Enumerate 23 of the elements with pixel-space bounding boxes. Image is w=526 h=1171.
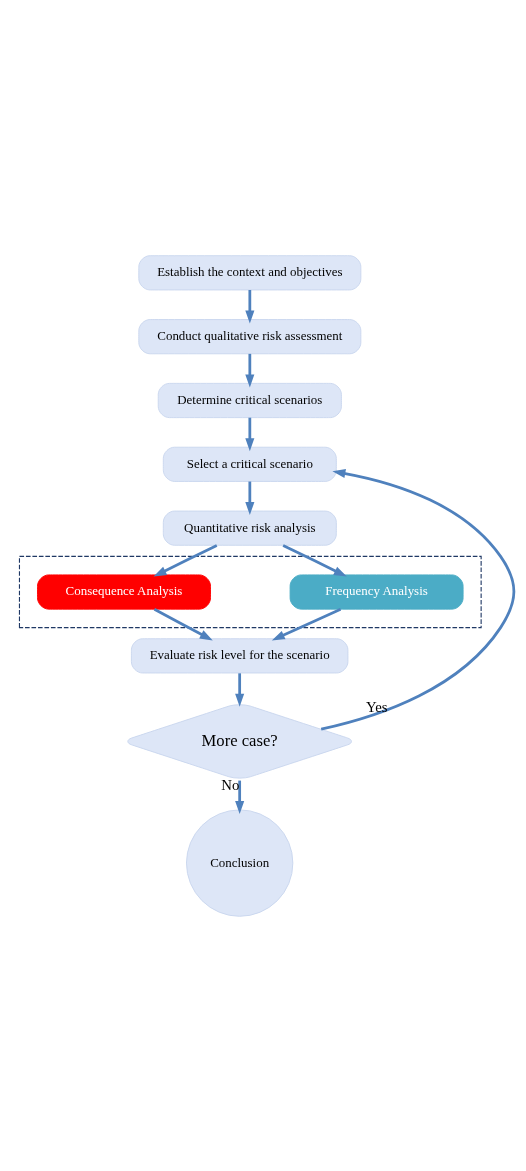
cluster — [18, 555, 482, 628]
node-box: Frequency Analysis — [289, 573, 464, 610]
node-box: Establish the context and objectives — [138, 254, 362, 290]
edge-label: No — [221, 776, 240, 793]
arrow — [245, 481, 255, 515]
arrow — [153, 543, 218, 577]
arrow — [153, 607, 213, 640]
arrow — [245, 289, 255, 324]
edge-label: Yes — [366, 698, 388, 715]
node-box: Evaluate risk level for the scenario — [130, 637, 349, 673]
node-box: Select a critical scenario — [162, 446, 337, 482]
node-box: Quantitative risk analysis — [162, 510, 337, 546]
node-box: Determine critical scenarios — [157, 382, 342, 418]
arrow — [282, 543, 347, 577]
arrow — [245, 353, 255, 387]
node-box: Conduct qualitative risk assessment — [138, 318, 362, 354]
node-circle: Conclusion — [186, 808, 294, 917]
node-box: Consequence Analysis — [37, 573, 211, 610]
arrow — [271, 607, 342, 640]
arrow — [320, 468, 516, 731]
arrow — [235, 672, 245, 707]
arrow — [245, 417, 255, 451]
arrow — [235, 780, 245, 814]
